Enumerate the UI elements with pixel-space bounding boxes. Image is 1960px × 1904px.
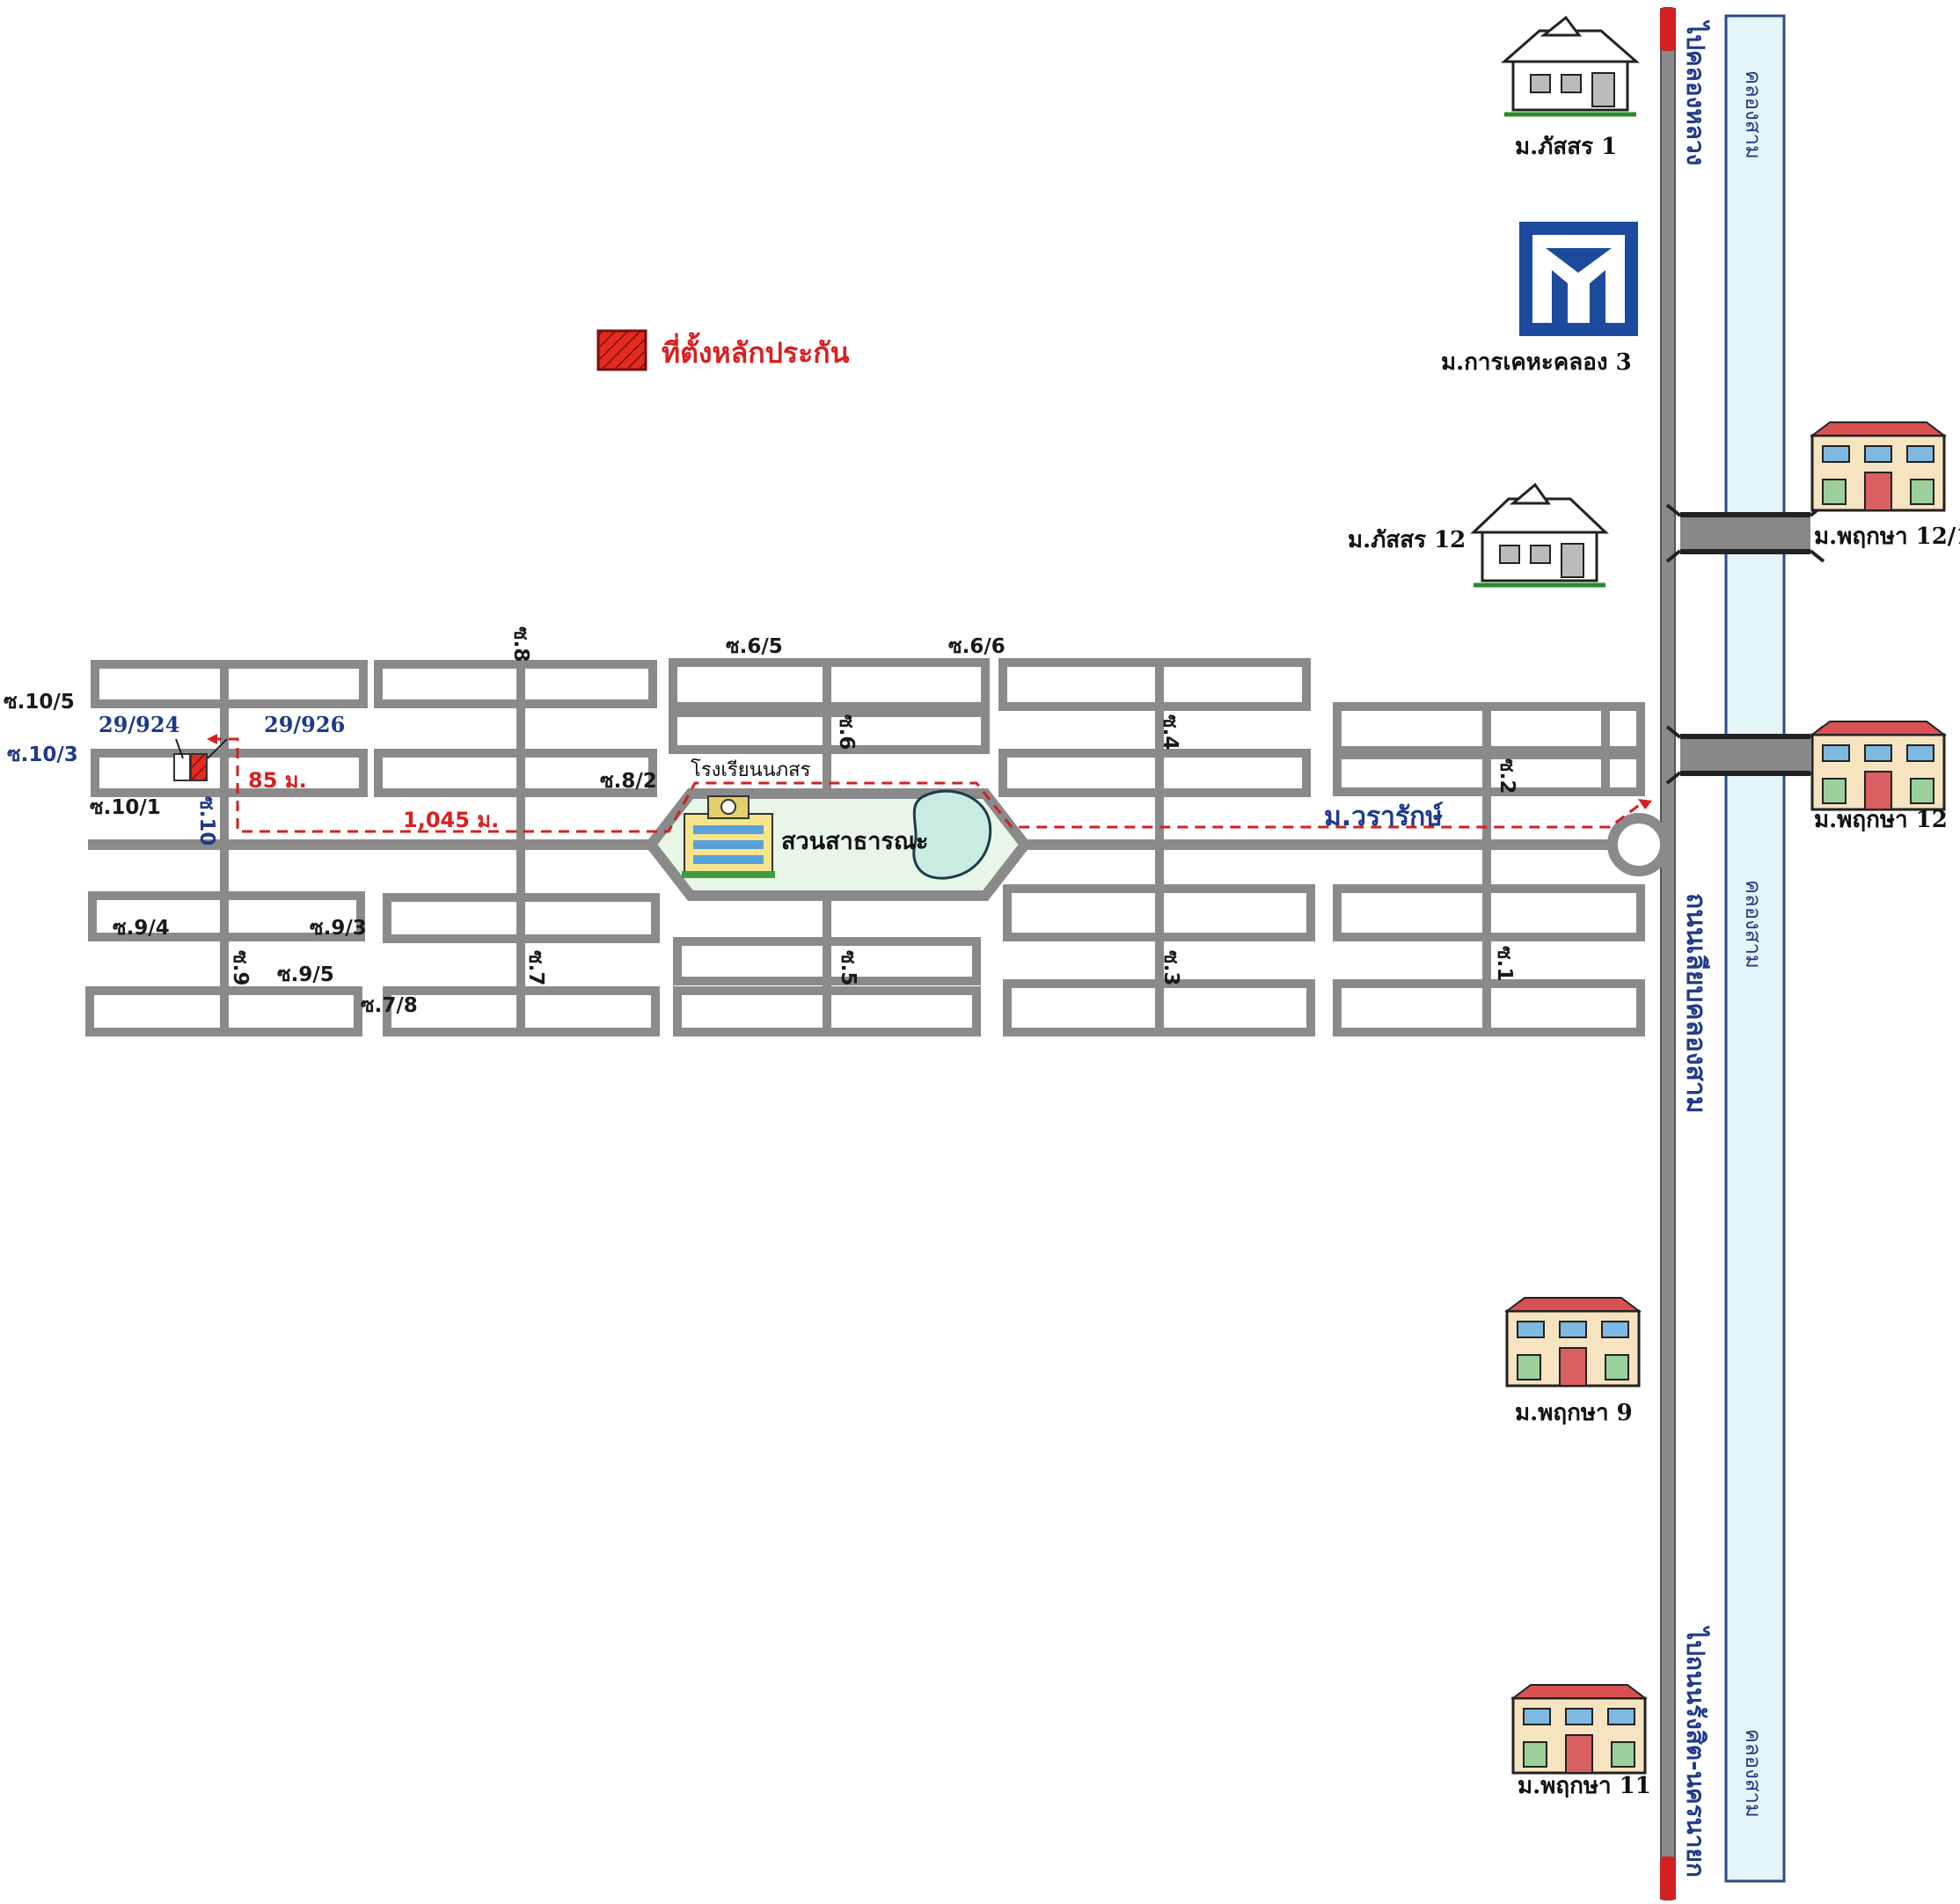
townhouse-icon-pruksa11: [1510, 1684, 1648, 1775]
soi-9-3: ซ.9/3: [310, 917, 367, 940]
road-end-marker-south: [1660, 1856, 1676, 1900]
soi-3: ซ.3: [1159, 950, 1182, 985]
soi-10-5: ซ.10/5: [4, 691, 75, 714]
soi-5: ซ.5: [837, 950, 859, 985]
school-label: โรงเรียนนภสร: [691, 758, 811, 781]
soi-10: ซ.10: [195, 796, 218, 846]
soi-7-8: ซ.7/8: [361, 994, 418, 1017]
main-road: [1660, 8, 1676, 1900]
soi-9: ซ.9: [229, 950, 252, 985]
distance-main-label: 1,045 ม.: [403, 808, 499, 832]
village-label-pasorn12: ม.ภัสสร 12: [1348, 527, 1466, 553]
plot-label-left: 29/924: [99, 712, 179, 737]
soi-8-2: ซ.8/2: [600, 770, 657, 793]
legend-swatch: [596, 329, 647, 371]
distance-short-label: 85 ม.: [248, 768, 307, 793]
village-label-pruksa9: ม.พฤกษา 9: [1515, 1400, 1633, 1426]
bridge-north: [1665, 503, 1825, 563]
route-line: [211, 737, 1646, 833]
road-end-marker-north: [1660, 7, 1676, 51]
village-label-wararak: ม.วรารักษ์: [1324, 802, 1444, 832]
roundabout: [1607, 813, 1671, 876]
bridge-south: [1665, 725, 1825, 785]
main-road-label: ถนนเลียบคลองสาม: [1680, 893, 1711, 1114]
canal: [1724, 14, 1786, 1883]
village-label-karakeha3: ม.การเคหะคลอง 3: [1441, 349, 1632, 376]
main-road-south-label: ไปถนนรังสิต-นครนายก: [1681, 1625, 1710, 1878]
village-label-pruksa12-1: ม.พฤกษา 12/1: [1814, 524, 1960, 550]
soi-9-4: ซ.9/4: [113, 917, 170, 940]
village-label-pasorn1: ม.ภัสสร 1: [1515, 134, 1617, 160]
soi-10-1: ซ.10/1: [90, 796, 161, 819]
house-icon-pasorn12: [1470, 482, 1609, 588]
canal-label-1: คลองสาม: [1741, 70, 1766, 159]
townhouse-icon-pruksa12-1: [1810, 421, 1947, 512]
plot-label-right: 29/926: [264, 712, 345, 737]
block-grid: [85, 658, 1645, 1036]
soi-1: ซ.1: [1493, 946, 1516, 981]
townhouse-icon-pruksa12: [1810, 721, 1947, 811]
house-icon-pasorn1: [1501, 15, 1640, 117]
village-label-pruksa12: ม.พฤกษา 12: [1814, 807, 1948, 833]
village-label-pruksa11: ม.พฤกษา 11: [1518, 1773, 1651, 1799]
soi-9-5: ซ.9/5: [277, 963, 334, 986]
soi-10-3: ซ.10/3: [7, 743, 78, 766]
townhouse-icon-pruksa9: [1504, 1297, 1642, 1388]
soi-6: ซ.6: [835, 714, 858, 750]
pond: [912, 789, 992, 880]
school-icon: [682, 795, 775, 878]
soi-4: ซ.4: [1159, 714, 1181, 750]
soi-7: ซ.7: [524, 950, 547, 985]
plot-29-926[interactable]: [190, 753, 208, 781]
soi-8: ซ.8: [509, 626, 532, 662]
soi-6-5: ซ.6/5: [726, 635, 783, 658]
soi-6-6: ซ.6/6: [948, 635, 1006, 658]
soi-2: ซ.2: [1496, 758, 1518, 794]
canal-label-3: คลองสาม: [1741, 1729, 1766, 1818]
canal-label-2: คลองสาม: [1741, 880, 1766, 969]
park-label: สวนสาธารณะ: [781, 828, 928, 855]
housing-authority-logo: [1519, 222, 1638, 336]
main-road-north-label: ไปคลองหลวง: [1681, 19, 1710, 165]
legend-label: ที่ตั้งหลักประกัน: [662, 332, 850, 370]
